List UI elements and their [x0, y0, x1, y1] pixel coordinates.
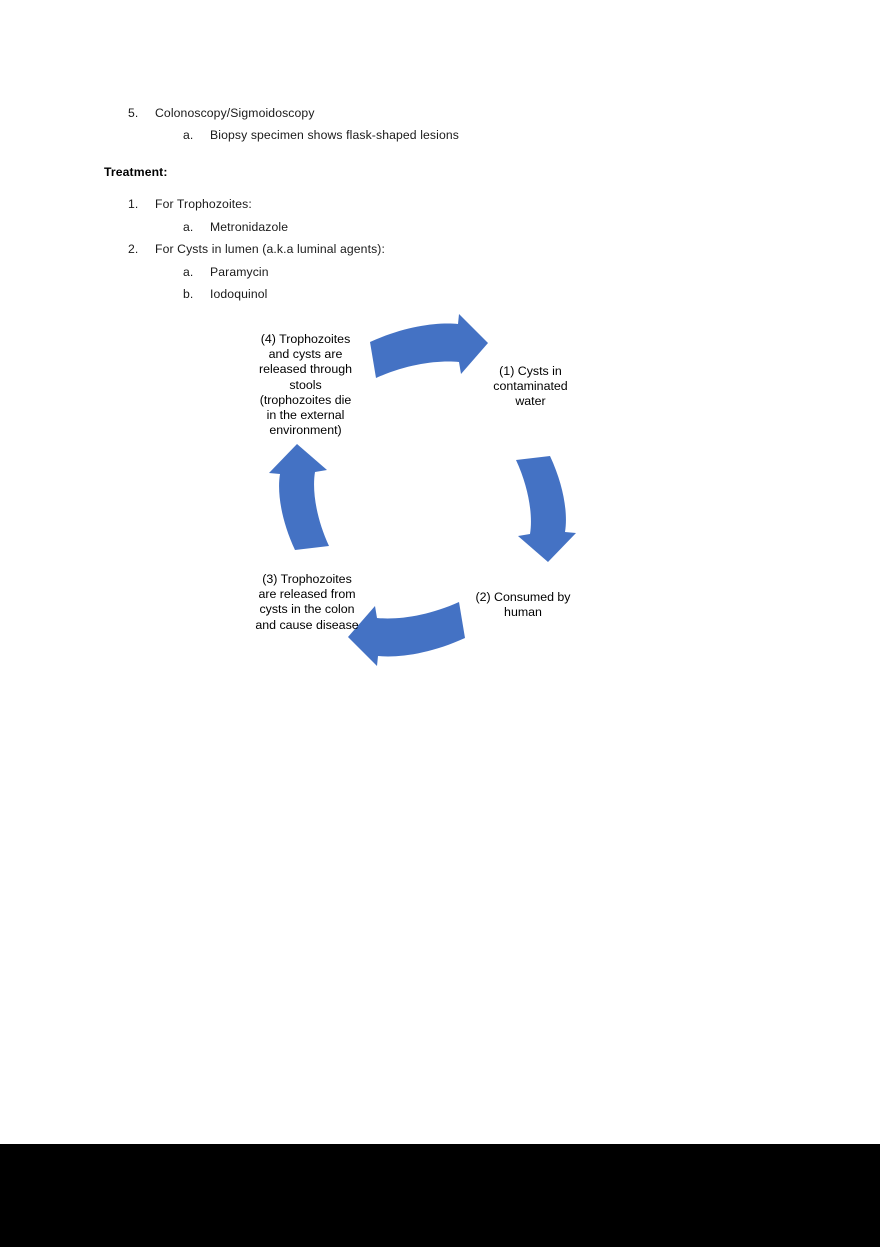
cycle-arrows — [269, 314, 576, 666]
arrow-right-icon — [370, 314, 488, 378]
list-text: Biopsy specimen shows flask-shaped lesio… — [210, 128, 459, 142]
section-heading-treatment: Treatment: — [104, 165, 168, 179]
list-marker: 1. — [128, 197, 139, 211]
arrow-down-icon — [516, 456, 576, 562]
list-marker: a. — [183, 265, 194, 279]
list-item: b. Iodoquinol — [183, 287, 267, 301]
arrow-up-icon — [269, 444, 329, 550]
section-heading-label: Treatment: — [104, 165, 168, 179]
list-marker: 2. — [128, 242, 139, 256]
list-item: 2. For Cysts in lumen (a.k.a luminal agen… — [128, 242, 385, 256]
list-text: Colonoscopy/Sigmoidoscopy — [155, 106, 315, 120]
list-item: a. Metronidazole — [183, 220, 288, 234]
list-text: For Trophozoites: — [155, 197, 252, 211]
list-marker: a. — [183, 128, 194, 142]
list-item: a. Biopsy specimen shows flask-shaped les… — [183, 128, 459, 142]
list-item: 1. For Trophozoites: — [128, 197, 252, 211]
list-item: a. Paramycin — [183, 265, 269, 279]
list-item: 5. Colonoscopy/Sigmoidoscopy — [128, 106, 315, 120]
list-text: Metronidazole — [210, 220, 289, 234]
list-marker: 5. — [128, 106, 139, 120]
arrow-left-icon — [348, 602, 465, 666]
list-text: For Cysts in lumen (a.k.a luminal agents… — [155, 242, 385, 256]
list-marker: b. — [183, 287, 194, 301]
list-text: Paramycin — [210, 265, 269, 279]
bottom-black-bar — [0, 1144, 880, 1247]
list-text: Iodoquinol — [210, 287, 268, 301]
list-marker: a. — [183, 220, 194, 234]
